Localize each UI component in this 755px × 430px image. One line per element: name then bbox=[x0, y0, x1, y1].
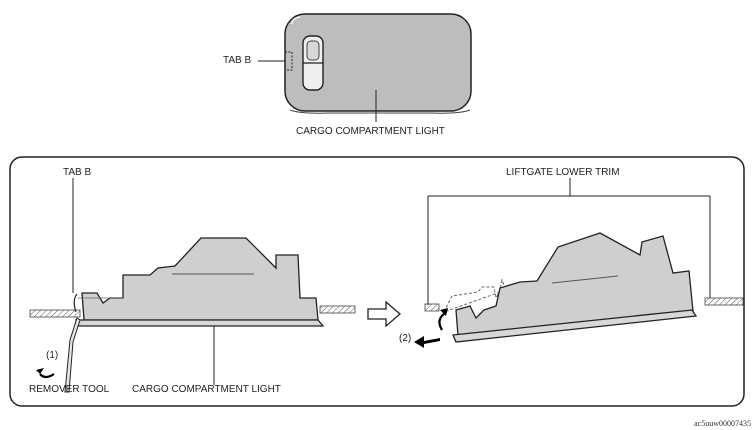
remover-tool bbox=[64, 317, 81, 393]
tab-b-label-top: TAB B bbox=[223, 55, 252, 66]
cargo-light-lens-removed bbox=[452, 309, 698, 343]
trim-section-left bbox=[29, 309, 81, 318]
right-detail-view bbox=[414, 232, 744, 348]
left-leader-lines bbox=[72, 178, 215, 385]
document-id: ac5uuw00007435 bbox=[694, 419, 751, 428]
cargo-light-top-view bbox=[284, 13, 472, 114]
next-step-arrow bbox=[367, 300, 401, 328]
cargo-light-label-detail: CARGO COMPARTMENT LIGHT bbox=[132, 384, 281, 395]
tab-b-label-detail: TAB B bbox=[63, 167, 92, 178]
left-detail-view bbox=[29, 237, 356, 393]
trim-section-left bbox=[424, 303, 440, 312]
step-1-label: (1) bbox=[46, 350, 59, 361]
cargo-light-body-removed bbox=[455, 232, 694, 337]
pull-out-arrow bbox=[414, 336, 440, 348]
cargo-light-lens bbox=[75, 319, 325, 327]
step-2-label: (2) bbox=[399, 333, 412, 344]
tab-b-left bbox=[73, 293, 78, 313]
cargo-light-label-top: CARGO COMPARTMENT LIGHT bbox=[296, 126, 445, 137]
cargo-light-body bbox=[81, 237, 319, 321]
trim-section-right bbox=[319, 305, 356, 314]
top-leader-lines bbox=[258, 60, 377, 122]
liftgate-trim-label: LIFTGATE LOWER TRIM bbox=[506, 167, 620, 178]
remover-tool-label: REMOVER TOOL bbox=[29, 384, 110, 395]
right-leader-lines bbox=[427, 178, 711, 305]
tab-b-marker bbox=[284, 51, 293, 71]
trim-section-right bbox=[704, 297, 744, 306]
detail-frame-border bbox=[9, 156, 745, 407]
